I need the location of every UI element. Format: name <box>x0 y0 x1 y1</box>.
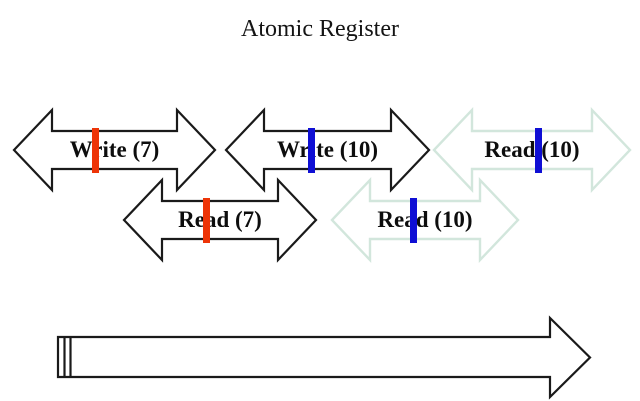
linearization-tick-read-7 <box>202 198 210 243</box>
label-read-10-top: Read (10) <box>484 137 580 162</box>
arrow-read-7 <box>122 177 318 263</box>
linearization-tick-write-7 <box>91 128 99 173</box>
label-write-10: Write (10) <box>276 137 379 162</box>
linearization-tick-read-10-bottom <box>409 198 417 243</box>
arrow-write-7 <box>12 107 217 193</box>
arrow-read-10-top <box>432 106 632 194</box>
timeline-start-marker <box>63 338 72 376</box>
label-read-7: Read (7) <box>178 207 262 232</box>
linearization-tick-write-10 <box>307 128 315 173</box>
label-write-7: Write (7) <box>69 137 160 162</box>
timeline-arrow <box>56 315 592 400</box>
arrow-read-10-bottom <box>330 176 520 264</box>
diagram-title: Atomic Register <box>241 16 399 42</box>
linearization-tick-read-10-top <box>534 128 542 173</box>
arrow-write-10 <box>224 107 431 193</box>
label-read-10-bottom: Read (10) <box>377 207 473 232</box>
